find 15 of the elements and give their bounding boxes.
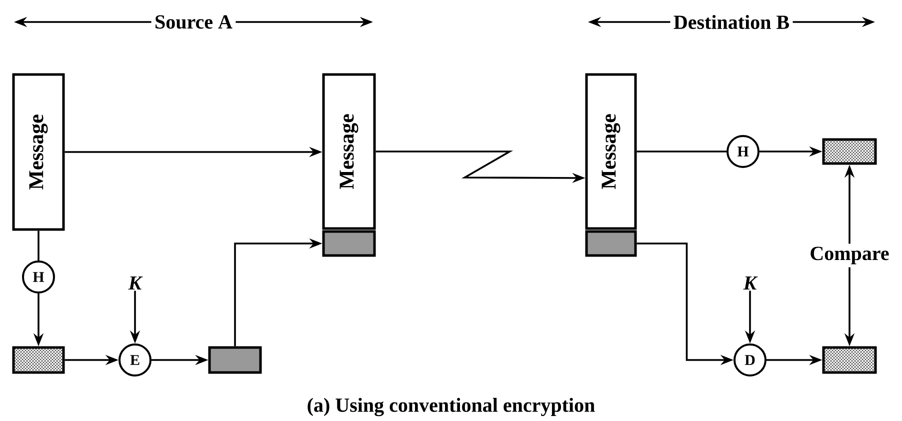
encrypted-hash-box	[585, 230, 637, 257]
hash-box	[822, 138, 877, 165]
span-label: Destination B	[674, 14, 789, 30]
caption: (a) Using conventional encryption	[308, 398, 595, 416]
encrypted-hash-box	[322, 230, 376, 257]
hash-box	[12, 346, 65, 374]
hash-box	[822, 346, 877, 374]
key-label: K	[128, 276, 143, 290]
key-label: K	[743, 276, 758, 290]
edge-label: Compare	[806, 244, 892, 268]
encrypted-hash-box	[208, 346, 262, 374]
span-label: Source A	[156, 15, 232, 29]
message-box: Message	[585, 73, 637, 230]
message-box: Message	[12, 73, 65, 231]
message-box: Message	[322, 73, 376, 230]
